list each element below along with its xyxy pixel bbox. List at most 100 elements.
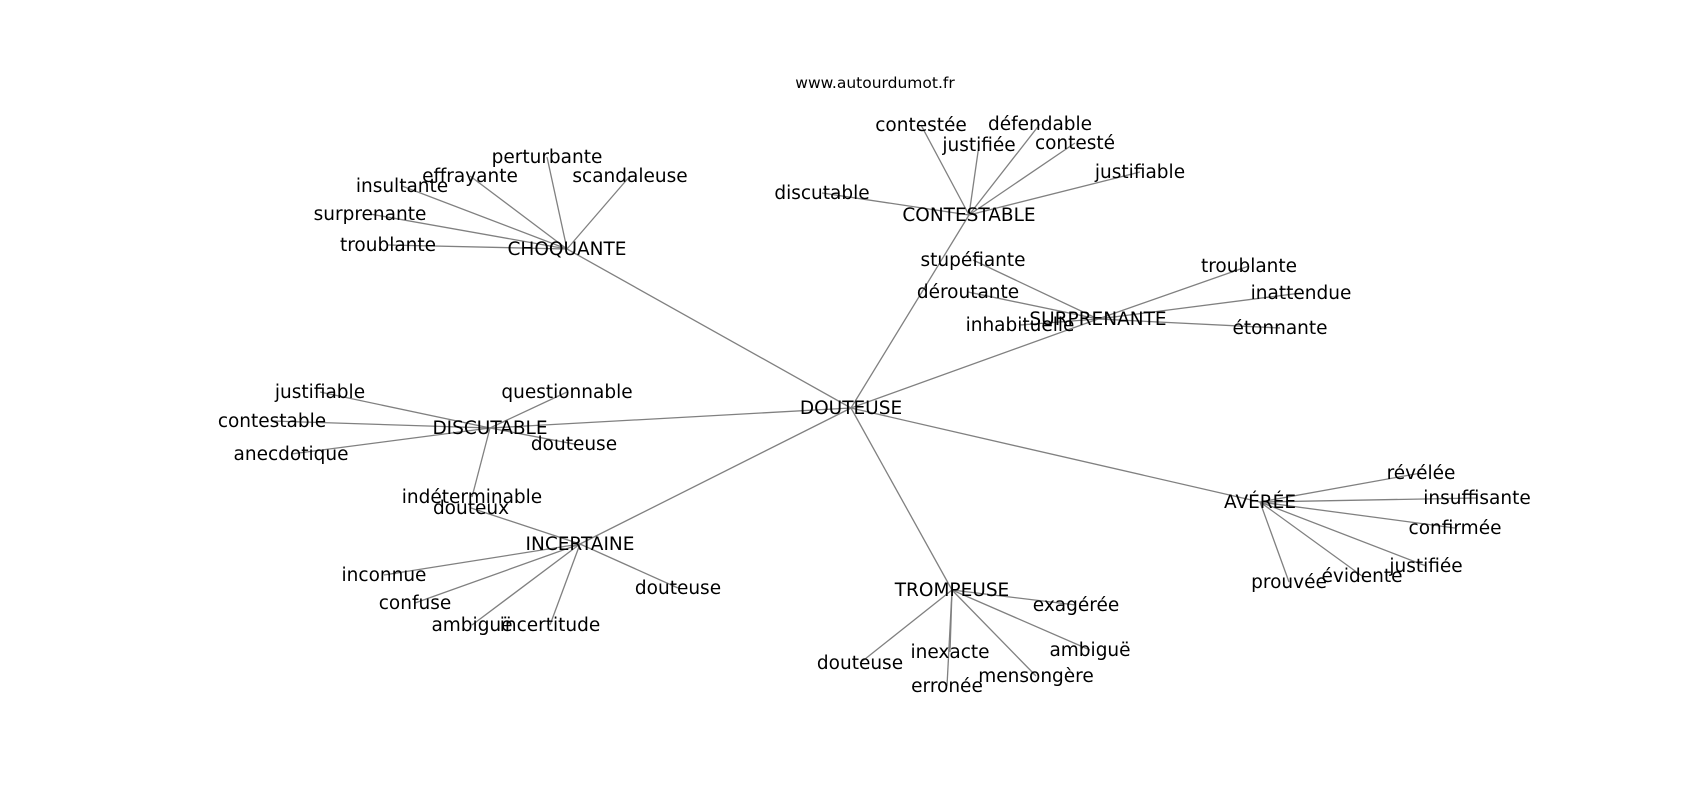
word-node-contestable-discutable: discutable	[774, 183, 869, 204]
word-node-surprenante-deroutante: déroutante	[917, 282, 1019, 303]
hub-node-discutable: DISCUTABLE	[432, 418, 547, 439]
word-node-choquante-perturbante: perturbante	[492, 147, 603, 168]
edge-choquante-insultante	[401, 185, 568, 250]
edge-contestable-contestee	[920, 124, 970, 216]
edge-contestable-defendable	[968, 123, 1041, 216]
hub-node-incertaine: INCERTAINE	[526, 534, 635, 555]
edge-choquante-surprenante	[369, 213, 568, 250]
edge-averee-revelee	[1259, 472, 1422, 503]
word-node-trompeuse-douteuse: douteuse	[817, 653, 903, 674]
word-node-averee-insuffisante: insuffisante	[1423, 488, 1530, 509]
word-node-choquante-effrayante: effrayante	[422, 166, 518, 187]
edge-choquante-perturbante	[546, 156, 568, 250]
word-node-incertaine-douteuse: douteuse	[635, 578, 721, 599]
word-node-surprenante-inattendue: inattendue	[1251, 283, 1352, 304]
source-watermark: www.autourdumot.fr	[795, 74, 955, 92]
hub-node-trompeuse: TROMPEUSE	[894, 580, 1010, 601]
word-node-contestable-contestee: contestée	[875, 115, 967, 136]
word-node-choquante-troublante: troublante	[340, 235, 436, 256]
word-node-trompeuse-inexacte: inexacte	[910, 642, 989, 663]
word-node-trompeuse-mensongere: mensongère	[978, 666, 1094, 687]
word-node-choquante-surprenante: surprenante	[314, 204, 427, 225]
word-node-discutable-justifiable: justifiable	[274, 382, 365, 403]
word-node-choquante-scandaleuse: scandaleuse	[572, 166, 687, 187]
word-node-incertaine-confuse: confuse	[379, 593, 451, 614]
word-node-discutable-anecdotique: anecdotique	[234, 444, 349, 465]
edge-trompeuse-erronee	[946, 589, 953, 687]
word-node-incertaine-incertitude: incertitude	[500, 615, 601, 636]
edge-incertaine-ambigue	[471, 543, 581, 626]
hub-node-averee: AVÉRÉE	[1224, 491, 1296, 513]
edge-surprenante-etonnante	[1097, 318, 1281, 329]
word-node-discutable-douteuse: douteuse	[531, 434, 617, 455]
word-node-surprenante-stupefiante: stupéfiante	[920, 250, 1025, 271]
edge-center-choquante	[566, 248, 852, 409]
word-node-trompeuse-ambigue: ambiguë	[1049, 640, 1130, 661]
word-node-averee-evidente: évidente	[1322, 566, 1403, 587]
edge-incertaine-douteux	[470, 507, 581, 545]
word-node-surprenante-troublante: troublante	[1201, 256, 1297, 277]
edge-averee-prouvee	[1259, 501, 1290, 583]
word-node-contestable-conteste: contesté	[1035, 133, 1115, 154]
edge-trompeuse-douteuse	[859, 589, 953, 664]
word-node-surprenante-etonnante: étonnante	[1232, 318, 1327, 339]
edge-surprenante-inattendue	[1097, 292, 1302, 320]
word-node-averee-confirmee: confirmée	[1409, 518, 1502, 539]
word-node-discutable-questionnable: questionnable	[501, 382, 632, 403]
edge-trompeuse-exageree	[951, 589, 1077, 606]
word-node-contestable-defendable: défendable	[988, 114, 1092, 135]
word-node-trompeuse-erronee: erronée	[911, 676, 983, 697]
edge-discutable-anecdotique	[290, 427, 491, 455]
edge-incertaine-inconnue	[383, 543, 581, 576]
word-node-discutable-contestable: contestable	[218, 411, 326, 432]
edge-contestable-justifiee	[968, 144, 980, 216]
edge-discutable-justifiable	[319, 391, 491, 429]
edge-contestable-discutable	[821, 192, 970, 216]
word-node-averee-revelee: révélée	[1387, 463, 1456, 484]
edge-center-surprenante	[850, 318, 1099, 409]
hub-node-contestable: CONTESTABLE	[902, 205, 1035, 226]
graph-edges	[271, 123, 1478, 687]
edge-contestable-conteste	[968, 142, 1076, 216]
edge-averee-confirmee	[1259, 501, 1456, 529]
edge-center-averee	[850, 407, 1261, 503]
word-node-discutable-indeterminable: indéterminable	[402, 487, 542, 508]
edge-incertaine-incertitude	[549, 543, 581, 626]
edge-surprenante-deroutante	[967, 291, 1099, 320]
word-node-contestable-justifiable: justifiable	[1094, 162, 1185, 183]
word-node-incertaine-douteux: douteux	[433, 498, 509, 519]
edge-choquante-effrayante	[469, 175, 568, 250]
edge-trompeuse-ambigue	[951, 589, 1091, 651]
edge-choquante-troublante	[387, 244, 568, 250]
word-node-trompeuse-exageree: exagérée	[1033, 595, 1119, 616]
center-node: DOUTEUSE	[800, 398, 902, 419]
word-node-surprenante-inhabituelle: inhabituelle	[966, 315, 1075, 336]
word-node-contestable-justifiee: justifiée	[941, 135, 1015, 156]
edge-discutable-indeterminable	[471, 427, 491, 498]
word-node-averee-prouvee: prouvée	[1251, 572, 1327, 593]
edge-incertaine-douteuse	[579, 543, 679, 589]
word-node-averee-justifiee: justifiée	[1388, 556, 1462, 577]
edge-surprenante-troublante	[1097, 265, 1250, 320]
edge-center-incertaine	[579, 407, 852, 545]
edge-surprenante-inhabituelle	[1019, 318, 1099, 326]
edge-averee-insuffisante	[1259, 497, 1478, 503]
edge-center-contestable	[850, 214, 970, 409]
edge-averee-evidente	[1259, 501, 1363, 577]
edge-discutable-douteuse	[489, 427, 575, 445]
word-node-choquante-insultante: insultante	[356, 176, 448, 197]
edge-averee-justifiee	[1259, 501, 1427, 567]
edge-center-trompeuse	[850, 407, 953, 591]
edge-center-discutable	[489, 407, 852, 429]
hub-node-choquante: CHOQUANTE	[508, 239, 627, 260]
edge-trompeuse-mensongere	[951, 589, 1037, 677]
edge-surprenante-stupefiante	[972, 259, 1099, 320]
edge-discutable-questionnable	[489, 391, 568, 429]
edge-discutable-contestable	[271, 420, 491, 429]
word-node-incertaine-ambigue: ambiguë	[431, 615, 512, 636]
hub-node-surprenante: SURPRENANTE	[1029, 309, 1166, 330]
word-node-incertaine-inconnue: inconnue	[342, 565, 427, 586]
edge-incertaine-confuse	[414, 543, 581, 604]
